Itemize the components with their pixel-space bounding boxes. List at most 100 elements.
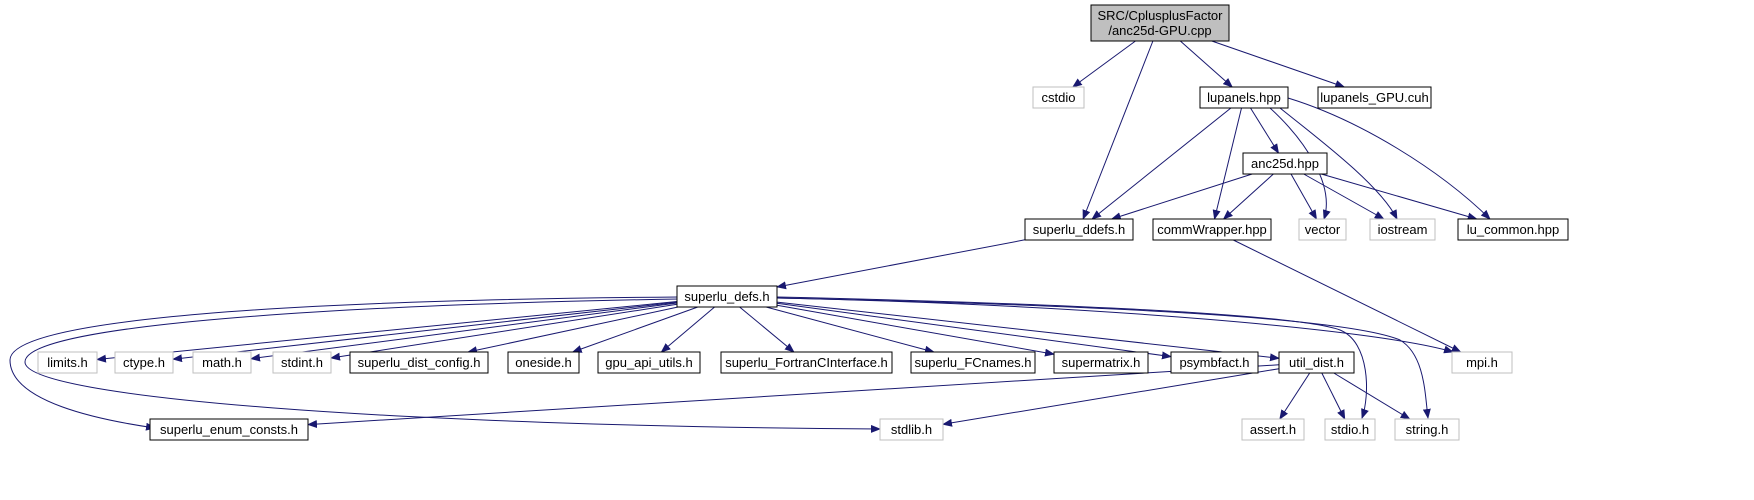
node-stdlib: stdlib.h bbox=[879, 418, 944, 441]
edge-superlu_defs-to-fortran_if bbox=[739, 306, 795, 353]
node-box-anc25d bbox=[1242, 152, 1328, 175]
node-label-commwrapper: commWrapper.hpp bbox=[1157, 222, 1267, 237]
edge-anc25d-to-lu_common bbox=[1321, 173, 1478, 221]
edge-lupanels-to-iostream bbox=[1279, 107, 1398, 220]
edge-superlu_defs-to-util_dist bbox=[776, 301, 1280, 362]
node-dist_config[interactable]: superlu_dist_config.h bbox=[349, 351, 489, 374]
node-box-vector bbox=[1298, 218, 1347, 241]
node-label-root: /anc25d-GPU.cpp bbox=[1108, 23, 1211, 38]
node-box-mpi bbox=[1451, 351, 1513, 374]
node-box-lupanels_gpu bbox=[1317, 86, 1432, 109]
node-box-math bbox=[192, 351, 252, 374]
edge-root-to-cstdio bbox=[1071, 40, 1136, 88]
edge-root-to-superlu_ddefs bbox=[1082, 40, 1154, 220]
node-enum_consts[interactable]: superlu_enum_consts.h bbox=[149, 418, 309, 441]
node-math: math.h bbox=[192, 351, 252, 374]
edge-util_dist-to-enum_consts bbox=[307, 364, 1280, 429]
edge-superlu_defs-to-string bbox=[776, 297, 1431, 419]
node-label-stdlib: stdlib.h bbox=[891, 422, 932, 437]
edges-layer bbox=[9, 40, 1491, 433]
node-label-fortran_if: superlu_FortranCInterface.h bbox=[725, 355, 888, 370]
node-label-lupanels_gpu: lupanels_GPU.cuh bbox=[1320, 90, 1428, 105]
node-oneside[interactable]: oneside.h bbox=[507, 351, 580, 374]
node-label-mpi: mpi.h bbox=[1466, 355, 1498, 370]
node-box-dist_config bbox=[349, 351, 489, 374]
edge-superlu_defs-to-math bbox=[250, 302, 678, 362]
edge-superlu_defs-to-stdlib bbox=[24, 298, 881, 433]
edge-util_dist-to-stdio bbox=[1321, 372, 1346, 420]
node-label-superlu_defs: superlu_defs.h bbox=[684, 289, 769, 304]
node-vector: vector bbox=[1298, 218, 1347, 241]
node-limits: limits.h bbox=[37, 351, 98, 374]
node-box-lupanels bbox=[1199, 86, 1289, 109]
edge-anc25d-to-iostream bbox=[1303, 173, 1385, 220]
edge-superlu_defs-to-fcnames bbox=[765, 306, 935, 354]
node-box-fcnames bbox=[910, 351, 1036, 374]
edge-superlu_defs-to-supermatrix bbox=[776, 304, 1055, 357]
node-superlu_defs[interactable]: superlu_defs.h bbox=[676, 285, 778, 308]
node-box-stdint bbox=[272, 351, 332, 374]
node-label-string: string.h bbox=[1406, 422, 1449, 437]
node-label-anc25d: anc25d.hpp bbox=[1251, 156, 1319, 171]
node-lupanels[interactable]: lupanels.hpp bbox=[1199, 86, 1289, 109]
node-label-stdint: stdint.h bbox=[281, 355, 323, 370]
edge-util_dist-to-assert bbox=[1279, 372, 1311, 420]
node-box-lu_common bbox=[1457, 218, 1569, 241]
edge-util_dist-to-stdlib bbox=[942, 368, 1280, 427]
node-util_dist[interactable]: util_dist.h bbox=[1278, 351, 1355, 374]
node-gpu_api[interactable]: gpu_api_utils.h bbox=[597, 351, 701, 374]
node-fortran_if[interactable]: superlu_FortranCInterface.h bbox=[720, 351, 893, 374]
node-anc25d[interactable]: anc25d.hpp bbox=[1242, 152, 1328, 175]
node-label-root: SRC/CplusplusFactor bbox=[1098, 8, 1224, 23]
node-commwrapper[interactable]: commWrapper.hpp bbox=[1152, 218, 1272, 241]
edge-superlu_defs-to-psymbfact bbox=[776, 302, 1172, 360]
edge-anc25d-to-vector bbox=[1290, 173, 1317, 220]
node-box-root bbox=[1090, 4, 1230, 42]
edge-superlu_defs-to-mpi bbox=[776, 297, 1454, 354]
node-superlu_ddefs[interactable]: superlu_ddefs.h bbox=[1024, 218, 1134, 241]
node-label-stdio: stdio.h bbox=[1331, 422, 1369, 437]
node-ctype: ctype.h bbox=[114, 351, 174, 374]
node-label-enum_consts: superlu_enum_consts.h bbox=[160, 422, 298, 437]
edge-lupanels-to-superlu_ddefs bbox=[1091, 107, 1232, 220]
node-label-assert: assert.h bbox=[1250, 422, 1296, 437]
node-box-cstdio bbox=[1032, 86, 1085, 109]
node-stdint: stdint.h bbox=[272, 351, 332, 374]
node-label-iostream: iostream bbox=[1378, 222, 1428, 237]
edge-anc25d-to-commwrapper bbox=[1222, 173, 1274, 220]
node-label-psymbfact: psymbfact.h bbox=[1179, 355, 1249, 370]
node-label-supermatrix: supermatrix.h bbox=[1062, 355, 1141, 370]
node-label-ctype: ctype.h bbox=[123, 355, 165, 370]
edge-superlu_defs-to-ctype bbox=[172, 301, 678, 363]
node-label-fcnames: superlu_FCnames.h bbox=[914, 355, 1031, 370]
node-label-lu_common: lu_common.hpp bbox=[1467, 222, 1560, 237]
edge-util_dist-to-string bbox=[1333, 372, 1411, 420]
edge-superlu_defs-to-oneside bbox=[571, 306, 698, 353]
node-label-limits: limits.h bbox=[47, 355, 87, 370]
node-iostream: iostream bbox=[1369, 218, 1436, 241]
node-label-cstdio: cstdio bbox=[1042, 90, 1076, 105]
node-label-util_dist: util_dist.h bbox=[1289, 355, 1344, 370]
node-box-string bbox=[1394, 418, 1460, 441]
node-mpi: mpi.h bbox=[1451, 351, 1513, 374]
node-box-util_dist bbox=[1278, 351, 1355, 374]
edge-anc25d-to-superlu_ddefs bbox=[1110, 173, 1253, 221]
node-box-stdlib bbox=[879, 418, 944, 441]
edge-lupanels-to-commwrapper bbox=[1212, 107, 1242, 220]
node-supermatrix[interactable]: supermatrix.h bbox=[1053, 351, 1149, 374]
edge-superlu_ddefs-to-superlu_defs bbox=[776, 239, 1026, 290]
edge-superlu_defs-to-enum_consts bbox=[9, 296, 680, 431]
edge-superlu_defs-to-limits bbox=[96, 301, 678, 363]
edge-root-to-lupanels_gpu bbox=[1211, 40, 1346, 88]
node-lu_common[interactable]: lu_common.hpp bbox=[1457, 218, 1569, 241]
node-root[interactable]: SRC/CplusplusFactor/anc25d-GPU.cpp bbox=[1090, 4, 1230, 42]
node-label-lupanels: lupanels.hpp bbox=[1207, 90, 1281, 105]
node-lupanels_gpu[interactable]: lupanels_GPU.cuh bbox=[1317, 86, 1432, 109]
node-psymbfact[interactable]: psymbfact.h bbox=[1170, 351, 1259, 374]
node-box-ctype bbox=[114, 351, 174, 374]
node-box-gpu_api bbox=[597, 351, 701, 374]
edge-commwrapper-to-mpi bbox=[1233, 239, 1462, 353]
nodes-layer: SRC/CplusplusFactor/anc25d-GPU.cpp cstdio… bbox=[37, 4, 1569, 441]
node-fcnames[interactable]: superlu_FCnames.h bbox=[910, 351, 1036, 374]
